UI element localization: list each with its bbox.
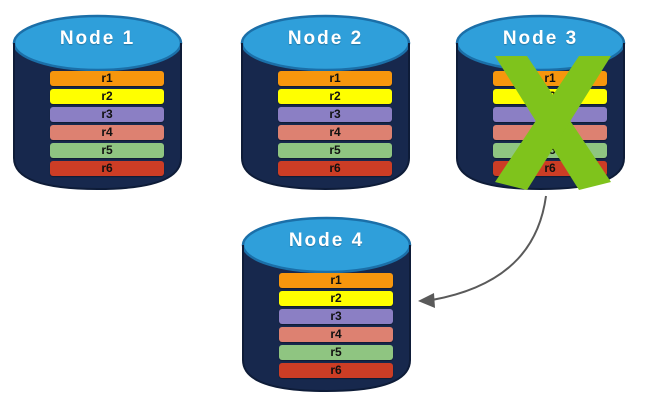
record-bar-r5[interactable]: r5 xyxy=(279,345,393,360)
node-4[interactable]: Node 4 r1 r2 r3 r4 r5 r6 xyxy=(239,210,414,395)
record-bar-r6[interactable]: r6 xyxy=(50,161,164,176)
record-bar-r1[interactable]: r1 xyxy=(279,273,393,288)
record-bar-r1[interactable]: r1 xyxy=(278,71,392,86)
record-bar-r4[interactable]: r4 xyxy=(50,125,164,140)
record-bar-r4[interactable]: r4 xyxy=(493,125,607,140)
node-2[interactable]: Node 2 r1 r2 r3 r4 r5 r6 xyxy=(238,8,413,193)
record-bar-r2[interactable]: r2 xyxy=(278,89,392,104)
record-bar-r2[interactable]: r2 xyxy=(493,89,607,104)
node-4-records: r1 r2 r3 r4 r5 r6 xyxy=(279,273,393,381)
record-bar-r6[interactable]: r6 xyxy=(493,161,607,176)
node-1[interactable]: Node 1 r1 r2 r3 r4 r5 r6 xyxy=(10,8,185,193)
node-3[interactable]: Node 3 r1 r2 r3 r4 r5 r6 xyxy=(453,8,628,193)
node-2-records: r1 r2 r3 r4 r5 r6 xyxy=(278,71,392,179)
record-bar-r1[interactable]: r1 xyxy=(493,71,607,86)
record-bar-r2[interactable]: r2 xyxy=(50,89,164,104)
record-bar-r3[interactable]: r3 xyxy=(493,107,607,122)
node-3-records: r1 r2 r3 r4 r5 r6 xyxy=(493,71,607,179)
node-1-records: r1 r2 r3 r4 r5 r6 xyxy=(50,71,164,179)
record-bar-r5[interactable]: r5 xyxy=(50,143,164,158)
record-bar-r5[interactable]: r5 xyxy=(493,143,607,158)
record-bar-r1[interactable]: r1 xyxy=(50,71,164,86)
record-bar-r2[interactable]: r2 xyxy=(279,291,393,306)
record-bar-r6[interactable]: r6 xyxy=(279,363,393,378)
record-bar-r4[interactable]: r4 xyxy=(279,327,393,342)
record-bar-r4[interactable]: r4 xyxy=(278,125,392,140)
record-bar-r3[interactable]: r3 xyxy=(50,107,164,122)
record-bar-r3[interactable]: r3 xyxy=(279,309,393,324)
record-bar-r3[interactable]: r3 xyxy=(278,107,392,122)
record-bar-r5[interactable]: r5 xyxy=(278,143,392,158)
record-bar-r6[interactable]: r6 xyxy=(278,161,392,176)
